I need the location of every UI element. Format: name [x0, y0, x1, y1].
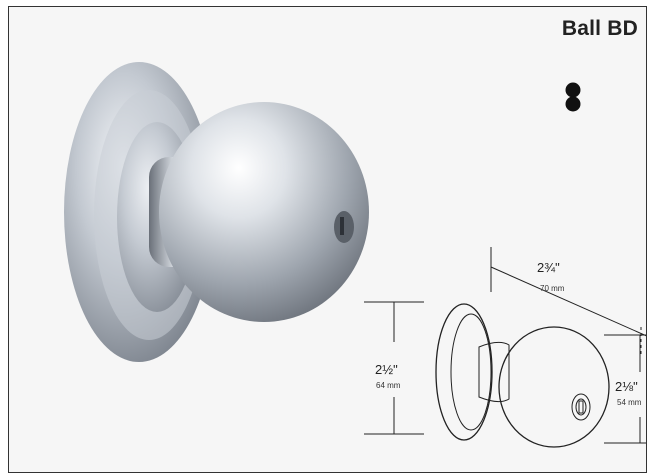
- knob-dimension-imperial: 2⅛": [615, 379, 638, 394]
- rose-dimension-metric: 64 mm: [376, 381, 401, 390]
- knob-dimension-metric: 54 mm: [617, 398, 642, 407]
- product-card: Ball BD: [8, 6, 647, 473]
- dimension-drawing: [364, 247, 646, 448]
- depth-dimension-imperial: 2¾": [537, 260, 560, 275]
- rose-dimension-imperial: 2½": [375, 362, 398, 377]
- depth-dimension-metric: 70 mm: [540, 284, 565, 293]
- function-badge-icon: [565, 82, 581, 112]
- knob-product-photo: [64, 62, 369, 362]
- product-title: Ball BD: [561, 17, 638, 40]
